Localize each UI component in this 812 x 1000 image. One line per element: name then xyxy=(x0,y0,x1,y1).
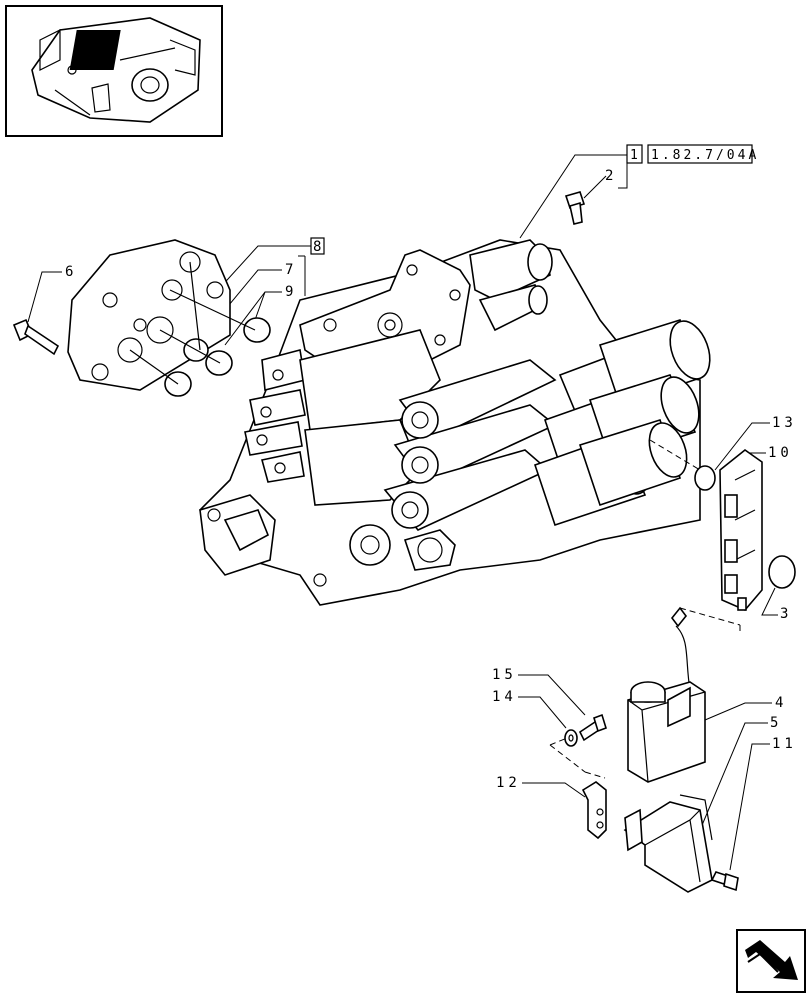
callout-12: 12 xyxy=(496,775,521,791)
bolt-axis-dashed xyxy=(549,737,606,779)
leader-6 xyxy=(27,271,62,323)
callout-4: 4 xyxy=(775,695,787,711)
bolt-part-2[interactable] xyxy=(564,191,586,225)
bolt-part-6[interactable] xyxy=(12,318,60,356)
o-ring-guide-lines xyxy=(129,261,256,385)
leader-12 xyxy=(522,782,586,798)
callout-8: 8 xyxy=(313,239,325,255)
bolt-part-15[interactable] xyxy=(578,713,607,742)
washer-part-14[interactable] xyxy=(564,729,578,747)
reference-box[interactable]: 1 1.82.7/04A xyxy=(626,144,759,164)
callout-5: 5 xyxy=(770,715,782,731)
callout-3: 3 xyxy=(780,606,792,622)
control-valve-block-part-1[interactable] xyxy=(199,239,717,606)
leader-8 xyxy=(217,245,311,296)
callout-15: 15 xyxy=(492,667,517,683)
leader-1 xyxy=(519,154,627,239)
callout-6: 6 xyxy=(65,264,77,280)
hose-line[interactable] xyxy=(670,606,691,691)
thumbnail-box[interactable] xyxy=(5,5,223,137)
leader-9 xyxy=(224,291,282,346)
bolt-part-11[interactable] xyxy=(710,871,739,892)
callout-14: 14 xyxy=(492,689,517,705)
o-ring-part-13[interactable] xyxy=(694,465,716,491)
callout-10: 10 xyxy=(768,445,793,461)
hose-route-dashed xyxy=(679,607,741,635)
mounting-bracket-part-5[interactable] xyxy=(623,794,713,893)
callout-11: 11 xyxy=(772,736,797,752)
bracket-part-12[interactable] xyxy=(581,781,607,840)
callout-2: 2 xyxy=(605,168,617,184)
reference-page: 1.82.7/04A xyxy=(651,148,759,163)
leader-14 xyxy=(518,696,567,729)
reservoir-part-4[interactable] xyxy=(627,681,706,783)
leader-5 xyxy=(699,722,768,831)
callout-7: 7 xyxy=(285,262,297,278)
solenoid-cover-part-10[interactable] xyxy=(719,448,763,611)
plug-part-3[interactable] xyxy=(768,555,796,589)
callout-8-box[interactable]: 8 xyxy=(310,237,325,255)
callout-13: 13 xyxy=(772,415,797,431)
leader-11 xyxy=(729,743,770,871)
leader-13 xyxy=(714,422,770,471)
leader-4 xyxy=(704,702,772,721)
leader-3 xyxy=(761,587,778,616)
next-page-arrow-icon[interactable] xyxy=(736,929,806,993)
valve-assembly-thumbnail xyxy=(31,17,201,123)
flange-plate[interactable] xyxy=(67,239,231,391)
leader-2 xyxy=(583,155,628,199)
callout-9: 9 xyxy=(285,284,297,300)
leader-15 xyxy=(518,674,586,716)
reference-sheet: 1 xyxy=(630,148,641,163)
